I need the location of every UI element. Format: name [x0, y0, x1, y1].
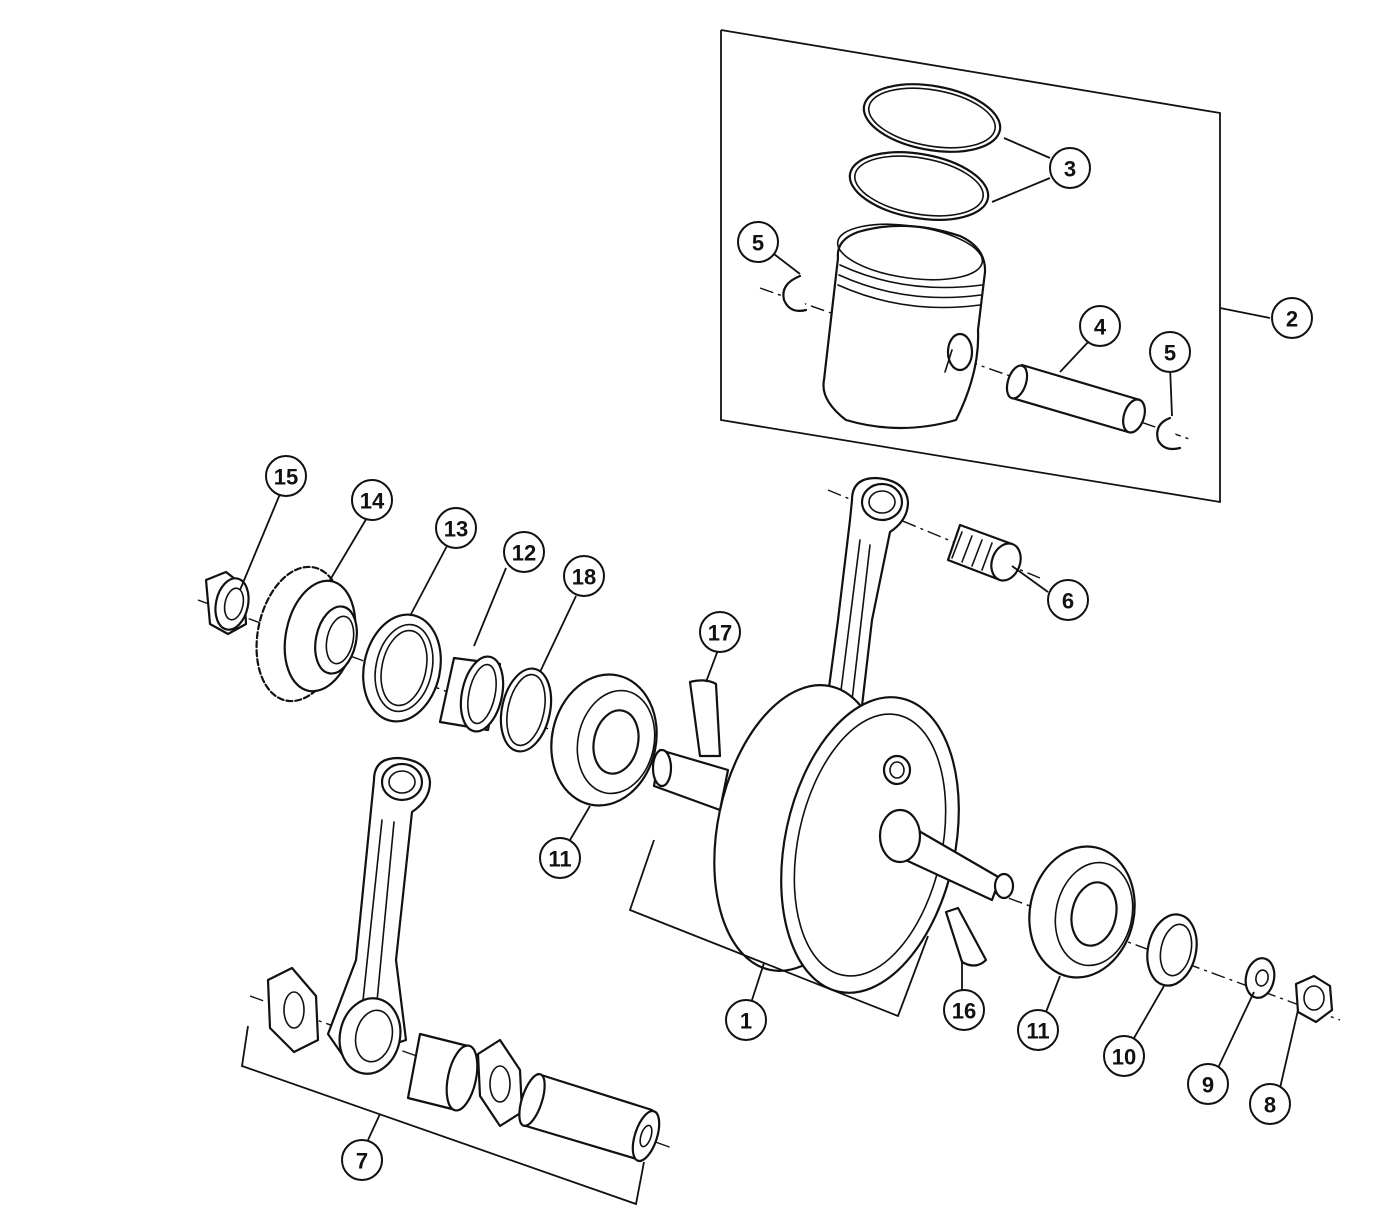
callout-label: 17: [708, 621, 732, 646]
callout-9: 9: [1187, 1063, 1229, 1105]
callout-label: 9: [1202, 1073, 1214, 1098]
piston-rings: [848, 83, 1002, 221]
callout-label: 13: [444, 517, 468, 542]
callout-7: 7: [341, 1139, 383, 1181]
main-bearing-right: [1028, 845, 1136, 979]
callout-label: 5: [1164, 341, 1176, 366]
callout-12: 12: [503, 531, 545, 573]
callout-11-right: 11: [1017, 1009, 1059, 1051]
callout-label: 2: [1286, 307, 1298, 332]
washer: [1244, 957, 1276, 999]
callout-5-right: 5: [1149, 331, 1191, 373]
callout-17: 17: [699, 611, 741, 653]
o-ring: [499, 667, 553, 753]
callout-13: 13: [435, 507, 477, 549]
callout-label: 14: [360, 489, 385, 514]
flange-nut-right: [1294, 974, 1334, 1024]
callout-label: 8: [1264, 1093, 1276, 1118]
callout-label: 6: [1062, 589, 1074, 614]
callout-label: 18: [572, 565, 596, 590]
primary-gear: [255, 565, 358, 703]
circlips: [782, 274, 1182, 451]
callout-label: 15: [274, 465, 298, 490]
crankshaft: [651, 684, 1015, 994]
bushing: [438, 655, 505, 733]
callout-label: 11: [548, 847, 571, 872]
callout-label: 4: [1094, 315, 1107, 340]
callout-1: 1: [725, 999, 767, 1041]
piston-pin: [1005, 363, 1146, 434]
connecting-rod-kit: [266, 756, 661, 1163]
callout-label: 10: [1112, 1045, 1136, 1070]
flange-nut-left: [204, 570, 250, 636]
callout-3: 3: [1049, 147, 1091, 189]
small-end-bearing: [946, 523, 1022, 582]
group-brackets: [240, 839, 929, 1206]
main-bearing-left: [550, 673, 658, 807]
callout-16: 16: [943, 989, 985, 1031]
callout-label: 5: [752, 231, 764, 256]
woodruff-keys: [688, 679, 988, 967]
oil-seal: [362, 613, 442, 723]
piston: [822, 223, 987, 430]
callout-11-left: 11: [539, 837, 581, 879]
callout-6: 6: [1047, 579, 1089, 621]
callout-label: 11: [1026, 1019, 1049, 1044]
callout-label: 7: [356, 1149, 368, 1174]
callout-5-left: 5: [737, 221, 779, 263]
callout-label: 16: [952, 999, 976, 1024]
callout-label: 1: [740, 1009, 752, 1034]
leader-lines: [239, 137, 1299, 1089]
callout-10: 10: [1103, 1035, 1145, 1077]
callout-2: 2: [1271, 297, 1313, 339]
callout-15: 15: [265, 455, 307, 497]
callout-label: 3: [1064, 157, 1076, 182]
callout-18: 18: [563, 555, 605, 597]
callout-14: 14: [351, 479, 393, 521]
callout-8: 8: [1249, 1083, 1291, 1125]
callout-label: 12: [512, 541, 536, 566]
callout-4: 4: [1079, 305, 1121, 347]
spacer-ring: [1146, 913, 1198, 987]
piston-kit-frame: [720, 29, 1221, 504]
